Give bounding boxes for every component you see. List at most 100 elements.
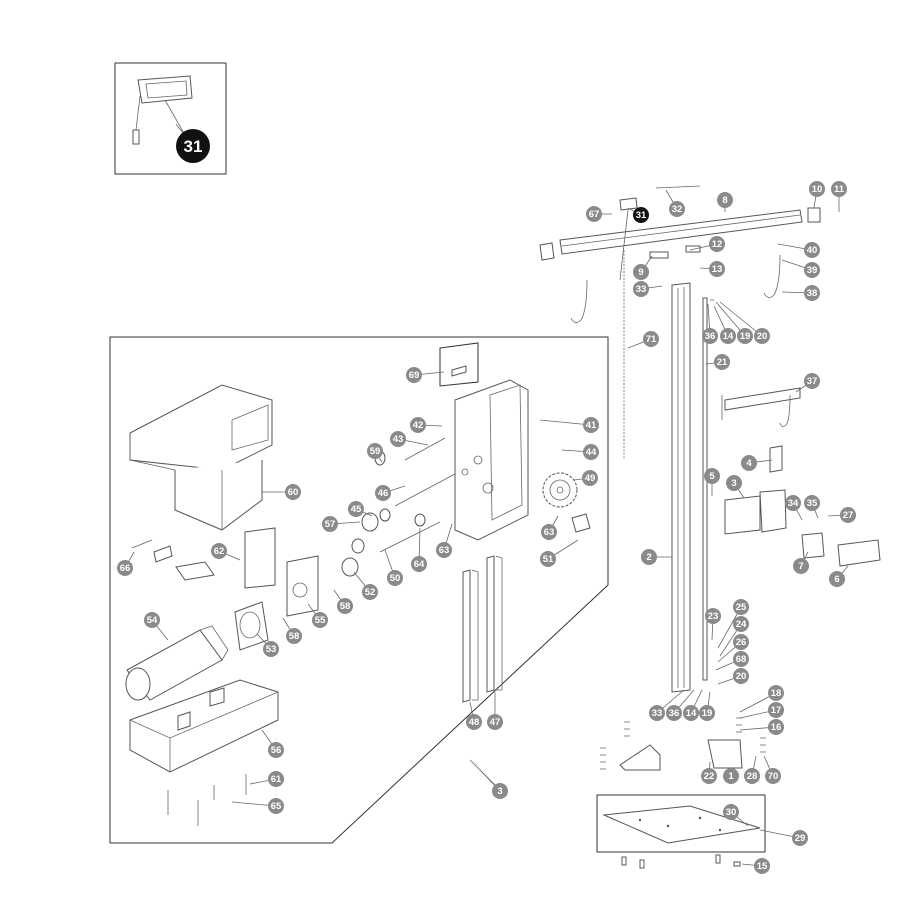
callout-17: 17 <box>768 702 784 718</box>
callout-badge <box>312 612 328 628</box>
callout-12: 12 <box>709 236 725 252</box>
callout-59: 59 <box>367 443 383 459</box>
callout-badge <box>744 768 760 784</box>
callout-53: 53 <box>263 641 279 657</box>
callout-badge <box>487 714 503 730</box>
callout-badge <box>268 742 284 758</box>
callout-36: 36 <box>666 705 682 721</box>
callout-label: 66 <box>120 563 131 574</box>
callout-label: 55 <box>315 615 326 626</box>
callout-badge <box>367 443 383 459</box>
callout-badge <box>286 628 302 644</box>
callout-label: 18 <box>771 688 782 699</box>
callout-3: 3 <box>726 475 742 491</box>
callout-30: 30 <box>723 804 739 820</box>
callout-6: 6 <box>829 571 845 587</box>
callout-badge <box>741 455 757 471</box>
callout-badge <box>348 501 364 517</box>
callout-badge <box>436 542 452 558</box>
callout-badge <box>643 331 659 347</box>
callout-label: 8 <box>722 195 727 206</box>
callout-label: 64 <box>414 559 425 570</box>
callout-37: 37 <box>804 373 820 389</box>
callout-21: 21 <box>714 354 730 370</box>
callout-label: 31 <box>636 210 647 221</box>
callout-badge <box>699 705 715 721</box>
callout-label: 24 <box>736 619 747 630</box>
callout-badge <box>268 771 284 787</box>
callout-badge <box>541 524 557 540</box>
callout-badge <box>723 768 739 784</box>
callout-badge <box>793 558 809 574</box>
callout-badge <box>726 475 742 491</box>
callout-badge <box>701 768 717 784</box>
callout-46: 46 <box>375 485 391 501</box>
callout-label: 5 <box>709 471 715 482</box>
callout-label: 46 <box>378 488 389 499</box>
callout-label: 60 <box>288 487 299 498</box>
callout-11: 11 <box>831 181 847 197</box>
callout-23: 23 <box>705 608 721 624</box>
callout-label: 63 <box>544 527 555 538</box>
shaft-parts <box>341 437 456 577</box>
gearbox-housing <box>439 342 529 541</box>
callout-label: 1 <box>728 771 734 782</box>
callout-41: 41 <box>583 417 599 433</box>
callout-label: 38 <box>807 288 818 299</box>
callout-24: 24 <box>733 616 749 632</box>
top-rail-assembly <box>539 185 821 323</box>
callout-badge <box>704 468 720 484</box>
callout-55: 55 <box>312 612 328 628</box>
callout-62: 62 <box>211 543 227 559</box>
callout-label: 13 <box>712 264 723 275</box>
callout-badge <box>263 641 279 657</box>
callout-badge <box>829 571 845 587</box>
callout-19: 19 <box>737 328 753 344</box>
callout-label: 56 <box>271 745 282 756</box>
callout-badge <box>809 181 825 197</box>
callout-label: 14 <box>686 708 697 719</box>
callout-25: 25 <box>733 599 749 615</box>
callout-label: 29 <box>795 833 806 844</box>
callout-label: 69 <box>409 370 420 381</box>
callout-44: 44 <box>583 444 599 460</box>
callout-badge <box>322 516 338 532</box>
callout-badge <box>768 685 784 701</box>
callout-label: 4 <box>746 458 752 469</box>
callout-label: 65 <box>271 801 282 812</box>
callout-badge <box>733 651 749 667</box>
callout-47: 47 <box>487 714 503 730</box>
callout-33: 33 <box>633 281 649 297</box>
callout-label: 67 <box>589 209 600 220</box>
callout-label: 33 <box>652 708 663 719</box>
callout-5: 5 <box>704 468 720 484</box>
callout-label: 12 <box>712 239 723 250</box>
callout-label: 35 <box>807 498 818 509</box>
callout-32: 32 <box>669 201 685 217</box>
callout-label: 39 <box>807 265 818 276</box>
callout-label: 45 <box>351 504 362 515</box>
callout-label: 62 <box>214 546 225 557</box>
callout-badge <box>737 328 753 344</box>
callout-badge <box>390 431 406 447</box>
callout-label: 51 <box>543 554 554 565</box>
electric-motor <box>125 625 229 701</box>
callout-68: 68 <box>733 651 749 667</box>
motor-mount <box>234 555 319 651</box>
callout-badge <box>669 201 685 217</box>
callout-label: 43 <box>393 434 404 445</box>
callout-31: 31 <box>176 129 210 163</box>
callout-label: 58 <box>289 631 300 642</box>
callout-label: 3 <box>497 786 502 797</box>
callout-badge <box>268 798 284 814</box>
callout-51: 51 <box>540 551 556 567</box>
callout-label: 53 <box>266 644 277 655</box>
callout-39: 39 <box>804 262 820 278</box>
callout-badge <box>683 705 699 721</box>
callout-label: 30 <box>726 807 737 818</box>
callout-15: 15 <box>754 858 770 874</box>
callout-label: 33 <box>636 284 647 295</box>
callout-label: 52 <box>365 587 376 598</box>
